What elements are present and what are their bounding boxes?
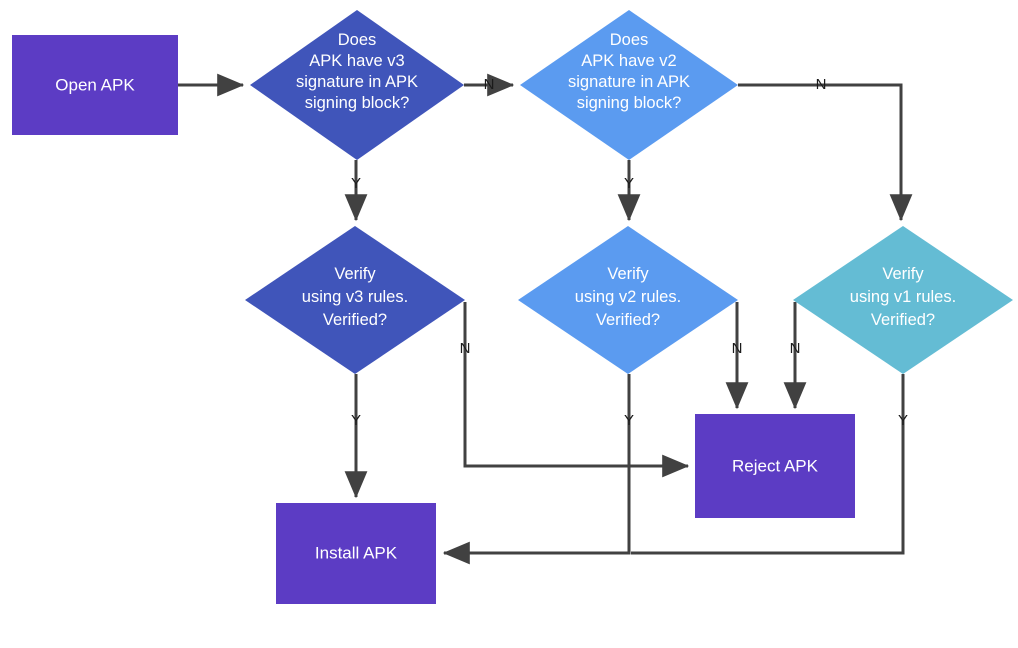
verify-v2-diamond[interactable] [518,226,738,374]
open-apk-rect[interactable] [12,35,178,135]
edge-verify-v1-yes-to-install [631,374,905,555]
install-apk-rect[interactable] [276,503,436,604]
edge-label-has-v3-no: N [484,76,495,93]
edge-label-verify-v1-no: N [790,340,801,357]
has-v2-label-line-3: signature in APK [568,73,690,91]
has-v3-label-line-3: signature in APK [296,73,418,91]
verify-v2-label-line-3: Verified? [596,311,660,329]
edge-label-verify-v3-yes: Y [351,412,361,429]
reject-apk-label: Reject APK [732,456,819,475]
edge-verify-v3-no-to-reject [463,302,690,478]
install-apk-label: Install APK [315,543,398,562]
edge-label-verify-v3-no: N [460,340,471,357]
verify-v1-label-line-2: using v1 rules. [850,288,956,306]
node-verify-v1[interactable]: Verify using v1 rules. Verified? [793,226,1013,374]
open-apk-label: Open APK [55,75,135,94]
node-open-apk[interactable]: Open APK [12,35,178,135]
node-verify-v3[interactable]: Verify using v3 rules. Verified? [245,226,465,374]
verify-v1-diamond[interactable] [793,226,1013,374]
verify-v2-label-line-1: Verify [607,265,649,283]
has-v2-label-line-2: APK have v2 [581,52,676,70]
has-v3-label-line-4: signing block? [305,94,410,112]
verify-v2-label-line-2: using v2 rules. [575,288,681,306]
verify-v1-label-line-1: Verify [882,265,924,283]
verify-v3-label-line-1: Verify [334,265,376,283]
edge-label-verify-v1-yes: Y [898,412,908,429]
node-has-v3-signature[interactable]: Does APK have v3 signature in APK signin… [250,10,464,160]
edge-label-has-v3-yes: Y [351,175,361,192]
edge-label-verify-v2-yes: Y [624,412,634,429]
edge-has-v2-no-to-verify-v1 [738,83,913,222]
verify-v3-label-line-3: Verified? [323,311,387,329]
edge-label-verify-v2-no: N [732,340,743,357]
has-v3-label-line-2: APK have v3 [309,52,404,70]
node-has-v2-signature[interactable]: Does APK have v2 signature in APK signin… [520,10,738,160]
reject-apk-rect[interactable] [695,414,855,518]
node-verify-v2[interactable]: Verify using v2 rules. Verified? [518,226,738,374]
has-v3-diamond[interactable] [250,10,464,160]
verify-v3-diamond[interactable] [245,226,465,374]
has-v2-diamond[interactable] [520,10,738,160]
has-v2-label-line-4: signing block? [577,94,682,112]
edge-label-has-v2-no: N [816,76,827,93]
node-reject-apk[interactable]: Reject APK [695,414,855,518]
has-v3-label-line-1: Does [338,31,377,49]
verify-v3-label-line-2: using v3 rules. [302,288,408,306]
node-install-apk[interactable]: Install APK [276,503,436,604]
has-v2-label-line-1: Does [610,31,649,49]
verify-v1-label-line-3: Verified? [871,311,935,329]
edge-label-has-v2-yes: Y [624,175,634,192]
edge-verify-v2-yes-to-install [442,374,631,565]
